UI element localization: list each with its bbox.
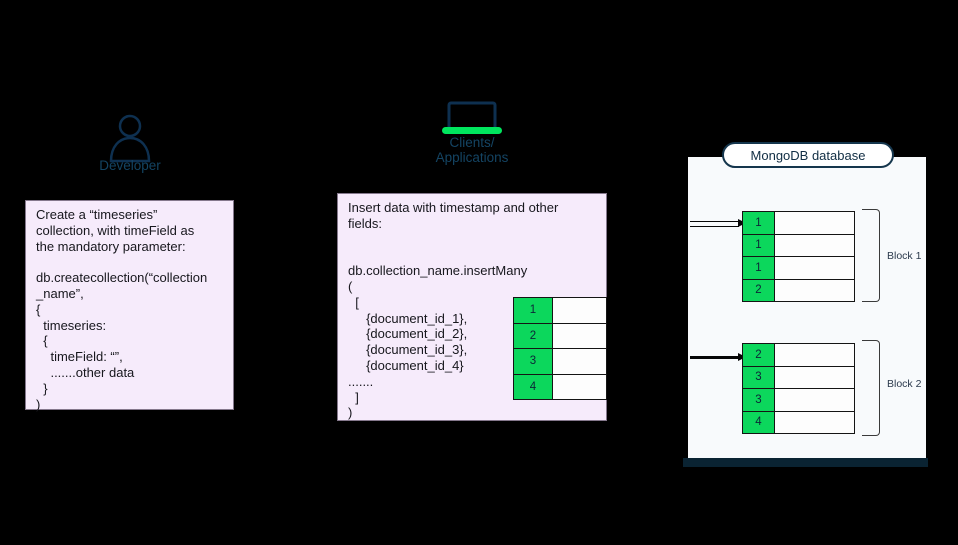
mongodb-database-title: MongoDB database [722,142,894,168]
data-cell [775,389,854,411]
data-cell [775,411,854,433]
block2-table: 2 3 3 4 [742,343,855,434]
block1-table: 1 1 1 2 [742,211,855,302]
data-cell [775,257,854,279]
timestamp-cell: 3 [743,366,775,388]
timestamp-cell: 2 [743,344,775,366]
timestamp-cell: 4 [743,411,775,433]
data-cell [553,349,606,374]
inserted-documents-table: 1 2 3 4 [513,297,607,400]
table-row: 1 [743,212,854,234]
data-cell [775,344,854,366]
table-row: 4 [514,373,606,399]
data-cell [775,366,854,388]
timestamp-cell: 4 [514,374,553,399]
timestamp-cell: 1 [743,212,775,234]
timestamp-cell: 1 [743,257,775,279]
timestamp-cell: 1 [743,234,775,256]
developer-label: Developer [99,158,161,173]
table-row: 3 [514,348,606,374]
timestamp-cell: 2 [743,279,775,301]
table-row: 1 [743,256,854,279]
block1-bracket [862,209,880,302]
table-row: 3 [743,388,854,411]
table-row: 2 [743,278,854,301]
data-cell [775,212,854,234]
data-cell [553,374,606,399]
block2-label: Block 2 [887,378,922,390]
timestamp-cell: 1 [514,298,553,323]
block2-bracket [862,340,880,436]
block1-label: Block 1 [887,250,922,262]
table-row: 2 [514,322,606,348]
timestamp-cell: 2 [514,323,553,348]
data-cell [775,234,854,256]
table-row: 3 [743,365,854,388]
table-row: 2 [743,344,854,366]
insert-to-block2-arrow [690,356,739,359]
insert-to-block1-arrow [690,221,739,227]
developer-person-icon [109,114,151,163]
table-row: 4 [743,410,854,433]
data-cell [553,298,606,323]
mongodb-panel-footer [683,458,928,467]
table-row: 1 [514,298,606,323]
data-cell [553,323,606,348]
table-row: 1 [743,233,854,256]
laptop-icon [442,101,502,134]
clients-applications-label: Clients/ Applications [435,135,509,165]
data-cell [775,279,854,301]
create-collection-code-panel: Create a “timeseries” collection, with t… [25,200,234,412]
timestamp-cell: 3 [514,349,553,374]
timestamp-cell: 3 [743,389,775,411]
